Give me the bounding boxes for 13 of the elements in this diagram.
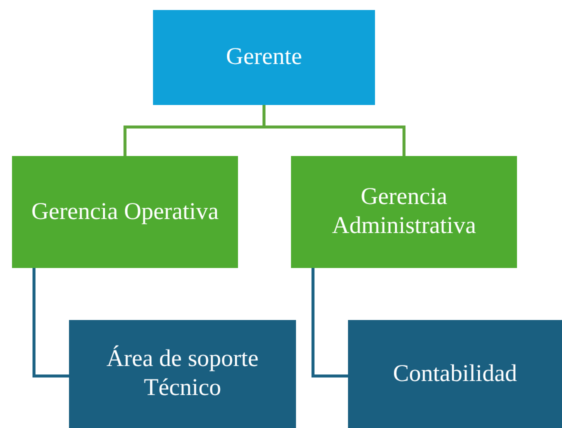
connector-line xyxy=(32,268,69,378)
org-box xyxy=(69,320,296,428)
connector-line xyxy=(312,268,348,378)
box-label: Área de soporte Técnico xyxy=(106,345,260,403)
box-label: Gerente xyxy=(226,43,302,72)
org-box xyxy=(348,320,562,428)
connector-line xyxy=(262,105,406,156)
box-label: Gerencia Administrativa xyxy=(331,183,477,241)
org-box xyxy=(153,10,375,105)
box-label: Contabilidad xyxy=(393,360,517,388)
org-box xyxy=(12,156,238,268)
box-label: Gerencia Operativa xyxy=(31,198,219,226)
org-box xyxy=(291,156,517,268)
